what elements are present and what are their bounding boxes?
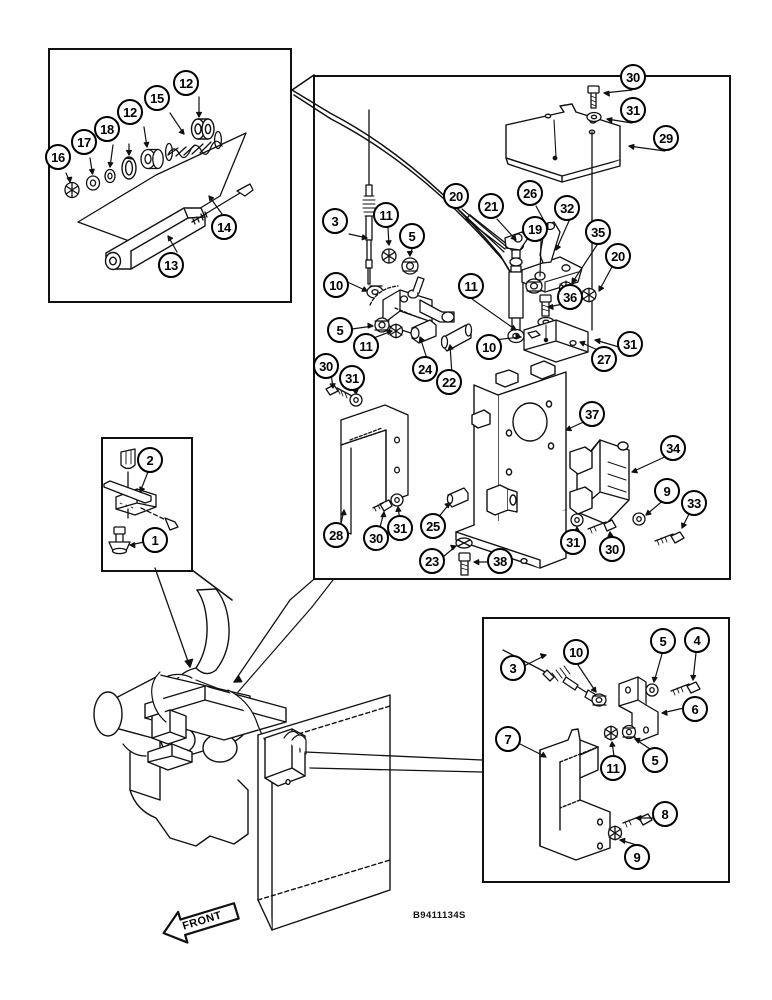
callout-bubble[interactable]: 10 bbox=[563, 639, 589, 665]
callout-bubble[interactable]: 21 bbox=[478, 193, 504, 219]
callout-bubble[interactable]: 11 bbox=[458, 273, 484, 299]
callout-bubble[interactable]: 16 bbox=[45, 144, 71, 170]
callout-bubble[interactable]: 28 bbox=[323, 522, 349, 548]
callout-bubble[interactable]: 11 bbox=[373, 202, 399, 228]
callout-bubble[interactable]: 30 bbox=[620, 64, 646, 90]
callout-bubble[interactable]: 11 bbox=[600, 755, 626, 781]
panel-main bbox=[313, 75, 731, 580]
callout-bubble[interactable]: 27 bbox=[591, 346, 617, 372]
callout-bubble[interactable]: 5 bbox=[399, 223, 425, 249]
callout-bubble[interactable]: 18 bbox=[94, 116, 120, 142]
callout-bubble[interactable]: 31 bbox=[339, 365, 365, 391]
callout-bubble[interactable]: 22 bbox=[436, 369, 462, 395]
callout-bubble[interactable]: 8 bbox=[652, 801, 678, 827]
callout-bubble[interactable]: 5 bbox=[327, 317, 353, 343]
callout-bubble[interactable]: 9 bbox=[624, 844, 650, 870]
callout-bubble[interactable]: 10 bbox=[323, 272, 349, 298]
callout-bubble[interactable]: 7 bbox=[495, 726, 521, 752]
panel-upper-left-inset bbox=[48, 48, 292, 303]
callout-bubble[interactable]: 6 bbox=[682, 696, 708, 722]
callout-bubble[interactable]: 36 bbox=[557, 284, 583, 310]
figure-id-label: B9411134S bbox=[413, 910, 466, 921]
callout-bubble[interactable]: 10 bbox=[476, 334, 502, 360]
callout-bubble[interactable]: 24 bbox=[412, 356, 438, 382]
panel-lower-right-inset bbox=[482, 617, 730, 883]
callout-bubble[interactable]: 12 bbox=[117, 99, 143, 125]
callout-bubble[interactable]: 30 bbox=[363, 525, 389, 551]
callout-bubble[interactable]: 25 bbox=[420, 513, 446, 539]
callout-bubble[interactable]: 5 bbox=[650, 628, 676, 654]
callout-bubble[interactable]: 33 bbox=[681, 490, 707, 516]
callout-bubble[interactable]: 9 bbox=[654, 478, 680, 504]
callout-bubble[interactable]: 17 bbox=[71, 129, 97, 155]
callout-bubble[interactable]: 13 bbox=[158, 252, 184, 278]
callout-bubble[interactable]: 29 bbox=[653, 125, 679, 151]
callout-bubble[interactable]: 32 bbox=[554, 195, 580, 221]
callout-bubble[interactable]: 34 bbox=[660, 435, 686, 461]
callout-bubble[interactable]: 31 bbox=[560, 529, 586, 555]
callout-bubble[interactable]: 15 bbox=[144, 85, 170, 111]
callout-bubble[interactable]: 11 bbox=[353, 333, 379, 359]
callout-bubble[interactable]: 3 bbox=[322, 208, 348, 234]
callout-bubble[interactable]: 38 bbox=[487, 548, 513, 574]
callout-bubble[interactable]: 3 bbox=[500, 655, 526, 681]
front-direction-arrow bbox=[162, 902, 240, 944]
callout-bubble[interactable]: 37 bbox=[579, 401, 605, 427]
callout-bubble[interactable]: 26 bbox=[517, 180, 543, 206]
callout-bubble[interactable]: 14 bbox=[211, 214, 237, 240]
callout-bubble[interactable]: 30 bbox=[599, 536, 625, 562]
callout-bubble[interactable]: 20 bbox=[605, 243, 631, 269]
callout-bubble[interactable]: 20 bbox=[443, 183, 469, 209]
callout-bubble[interactable]: 31 bbox=[387, 515, 413, 541]
callout-bubble[interactable]: 35 bbox=[585, 219, 611, 245]
callout-bubble[interactable]: 31 bbox=[617, 331, 643, 357]
callout-bubble[interactable]: 4 bbox=[684, 627, 710, 653]
callout-bubble[interactable]: 1 bbox=[142, 527, 168, 553]
callout-bubble[interactable]: 30 bbox=[313, 353, 339, 379]
callout-bubble[interactable]: 19 bbox=[522, 216, 548, 242]
callout-bubble[interactable]: 5 bbox=[642, 747, 668, 773]
panel-small-left-inset bbox=[101, 437, 193, 572]
callout-bubble[interactable]: 31 bbox=[620, 97, 646, 123]
callout-bubble[interactable]: 2 bbox=[137, 447, 163, 473]
callout-bubble[interactable]: 12 bbox=[173, 70, 199, 96]
callout-bubble[interactable]: 23 bbox=[419, 548, 445, 574]
